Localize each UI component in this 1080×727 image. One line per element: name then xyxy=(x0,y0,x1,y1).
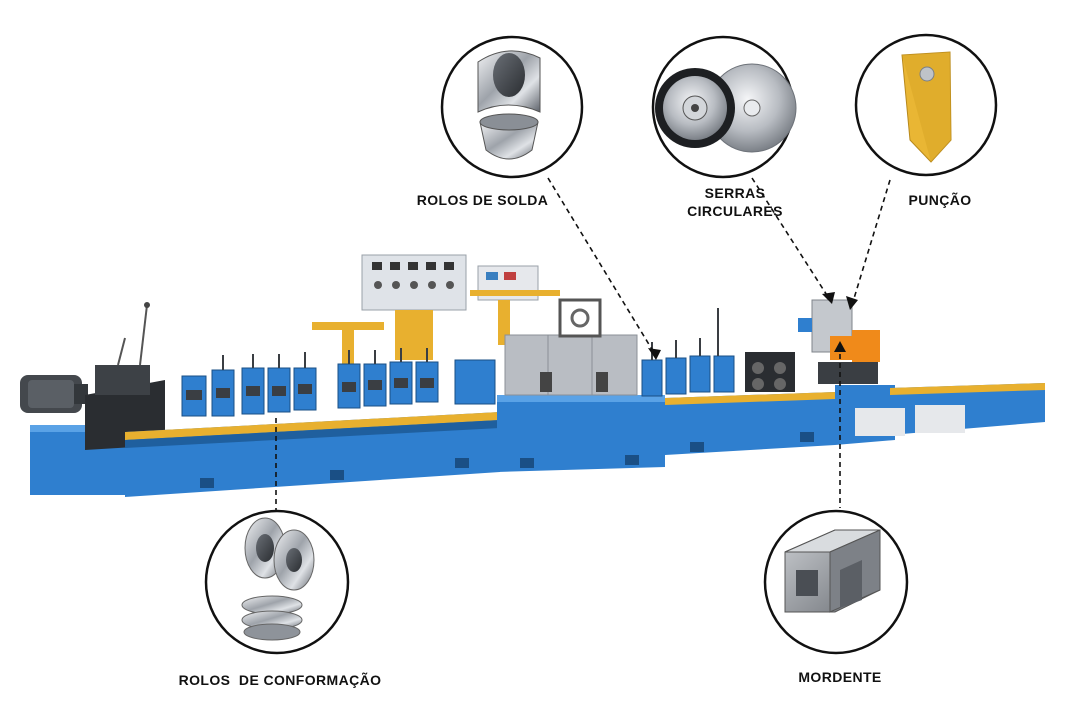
callout-rolos-solda xyxy=(440,35,584,179)
welding-enclosure xyxy=(504,334,638,396)
callout-rolos-conformacao xyxy=(204,509,350,655)
clamp-jaw-icon xyxy=(784,529,881,613)
leader-rolos-solda xyxy=(547,177,657,357)
label-serras-circulares: SERRAS CIRCULARES xyxy=(680,184,790,220)
label-serras-line2: CIRCULARES xyxy=(687,203,783,219)
callout-leaders xyxy=(275,177,891,510)
callout-mordente xyxy=(763,509,909,655)
label-rolos-conformacao: ROLOS DE CONFORMAÇÃO xyxy=(178,672,382,688)
punch-blade-icon xyxy=(901,51,952,163)
circular-saw-blades-icon xyxy=(655,63,797,153)
control-cabinet xyxy=(361,254,467,360)
label-rolos-solda: ROLOS DE SOLDA xyxy=(416,192,549,208)
label-mordente: MORDENTE xyxy=(798,669,882,685)
cut-off-unit xyxy=(798,299,880,384)
label-puncao: PUNÇÃO xyxy=(908,192,972,208)
drive-motor xyxy=(20,375,88,413)
callout-puncao xyxy=(854,33,998,177)
leader-puncao xyxy=(851,179,891,306)
label-serras-line1: SERRAS xyxy=(704,185,766,201)
leader-serras xyxy=(751,177,831,301)
forming-roller-icon xyxy=(241,517,315,641)
callout-serras xyxy=(651,35,797,179)
welding-roller-icon xyxy=(477,50,541,160)
tube-mill-machine xyxy=(20,254,1045,497)
gearbox xyxy=(85,302,165,450)
